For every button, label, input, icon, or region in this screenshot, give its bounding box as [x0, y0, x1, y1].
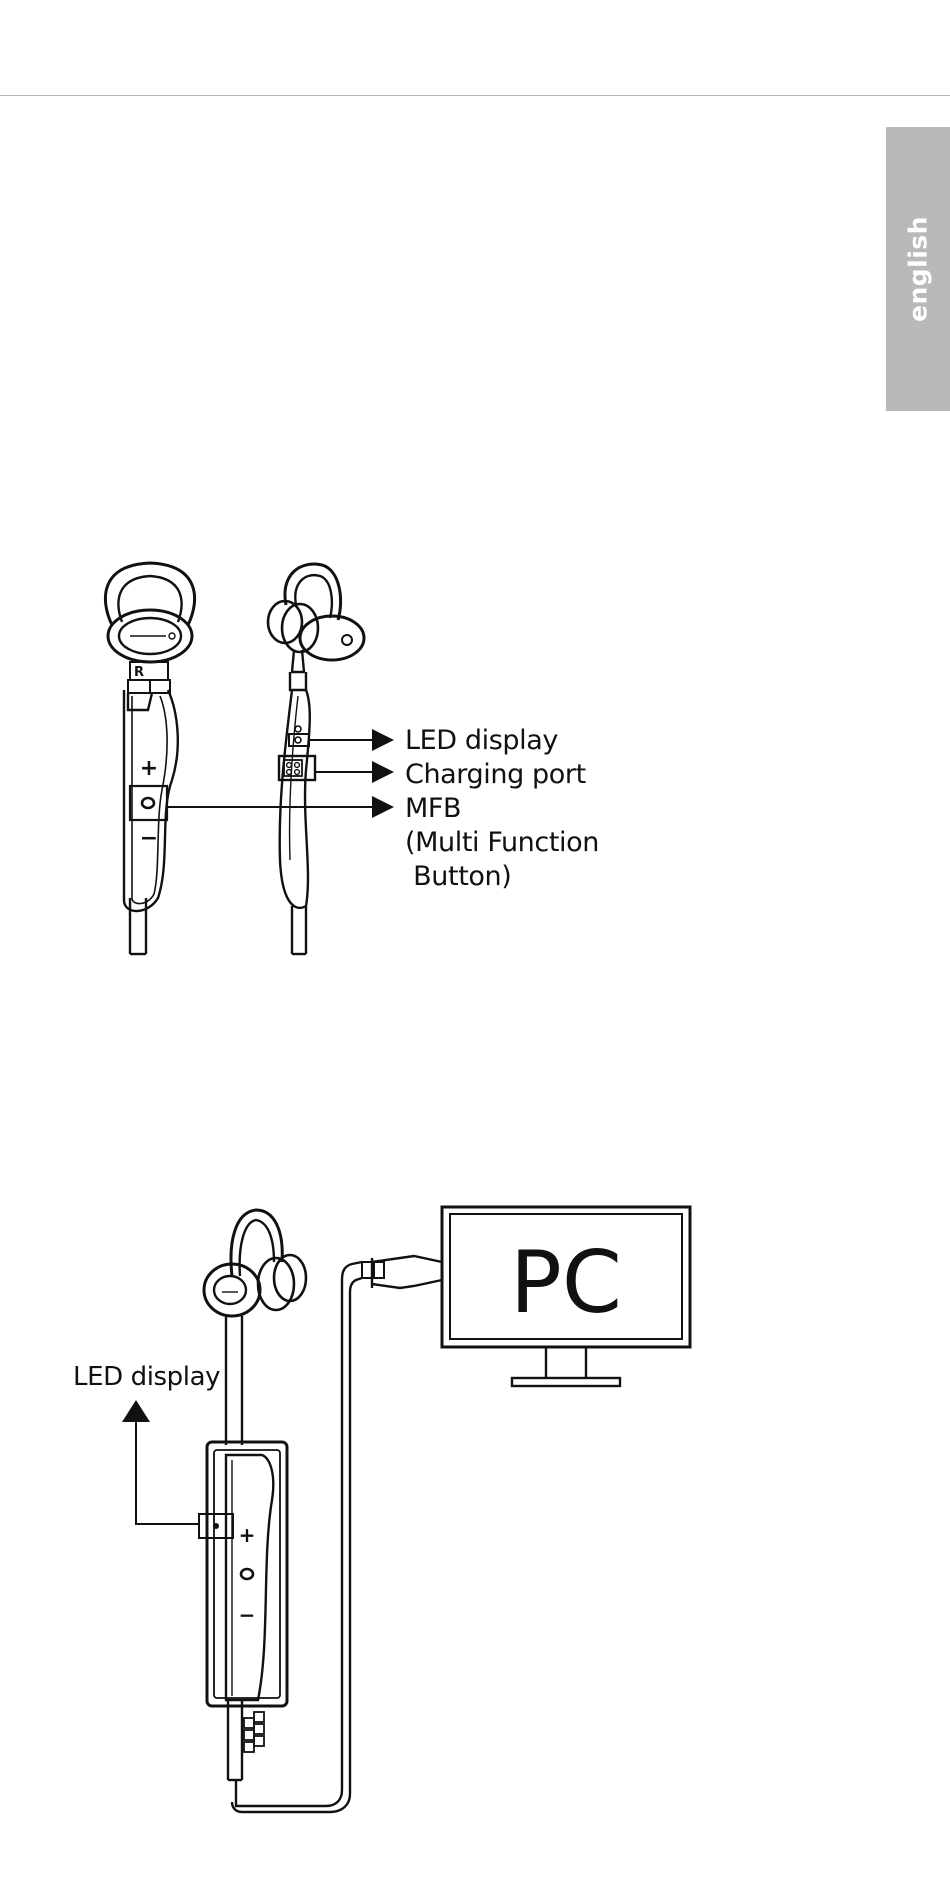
monitor-label: PC	[510, 1233, 622, 1333]
led-display-label: LED display	[73, 1361, 220, 1394]
led-leader-arrow	[122, 1400, 199, 1524]
cradle-volume-down-symbol: −	[239, 1603, 256, 1627]
earphone-in-cradle	[199, 1210, 306, 1780]
cradle-volume-up-symbol: +	[239, 1523, 256, 1547]
